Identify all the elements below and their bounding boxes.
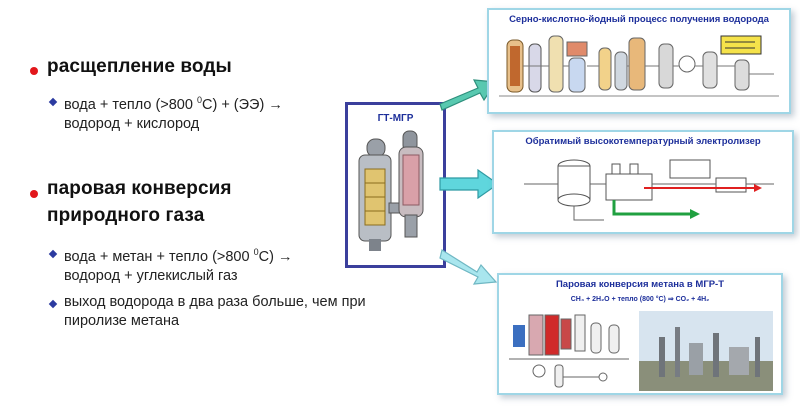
panel-steam-methane: Паровая конверсия метана в МГР-Т CH₄ + 2… xyxy=(497,273,783,395)
panel-bottom-title: Паровая конверсия метана в МГР-Т xyxy=(555,279,725,290)
sub-water-equation: вода + тепло (>800 0C) + (ЭЭ) → водород … xyxy=(64,91,283,134)
conversion-schematic-icon xyxy=(509,311,773,391)
eq2-pre: вода + метан + тепло (>800 xyxy=(64,248,254,265)
panel-electrolyzer: Обратимый высокотемпературный электролиз… xyxy=(492,130,794,234)
heading-steam-conversion-1: паровая конверсия xyxy=(47,178,232,199)
eq2-sup: 0 xyxy=(253,247,259,257)
heading-water-splitting: расщепление воды xyxy=(47,56,232,77)
eq2-post: C) → xyxy=(258,248,293,265)
panel-sulfur-iodine: Серно-кислотно-йодный процесс получения … xyxy=(487,8,791,114)
eq2-result: водород + углекислый газ xyxy=(64,267,238,284)
panel-top-title: Серно-кислотно-йодный процесс получения … xyxy=(509,14,769,25)
reactor-vessel-icon xyxy=(358,130,424,251)
panel-middle-title: Обратимый высокотемпературный электролиз… xyxy=(525,136,761,147)
electrolyzer-schematic-icon xyxy=(524,159,774,221)
eq-post: C) + (ЭЭ) → xyxy=(201,96,283,113)
sub-hydrogen-yield: выход водорода в два раза больше, чем пр… xyxy=(64,293,366,331)
heading-steam-conversion-2: природного газа xyxy=(47,205,205,226)
eq-result: водород + кислород xyxy=(64,115,200,132)
arrow-icon xyxy=(439,168,500,200)
yield-line1: выход водорода в два раза больше, чем пр… xyxy=(64,294,366,310)
bullet-red-2 xyxy=(30,190,38,198)
eq-pre: вода + тепло (>800 xyxy=(64,96,197,113)
panel-bottom-formula: CH₄ + 2H₂O + тепло (800 °C) ⇒ CO₂ + 4H₂ xyxy=(570,296,710,303)
yield-line2: пиролизе метана xyxy=(64,313,180,329)
sub-methane-equation: вода + метан + тепло (>800 0C) → водород… xyxy=(64,243,292,286)
process-schematic-icon xyxy=(499,35,779,97)
arrow-icon xyxy=(439,249,498,285)
gt-mgr-label: ГТ-МГР xyxy=(377,113,414,124)
bullet-red-1 xyxy=(30,67,38,75)
eq-sup: 0 xyxy=(196,95,202,105)
